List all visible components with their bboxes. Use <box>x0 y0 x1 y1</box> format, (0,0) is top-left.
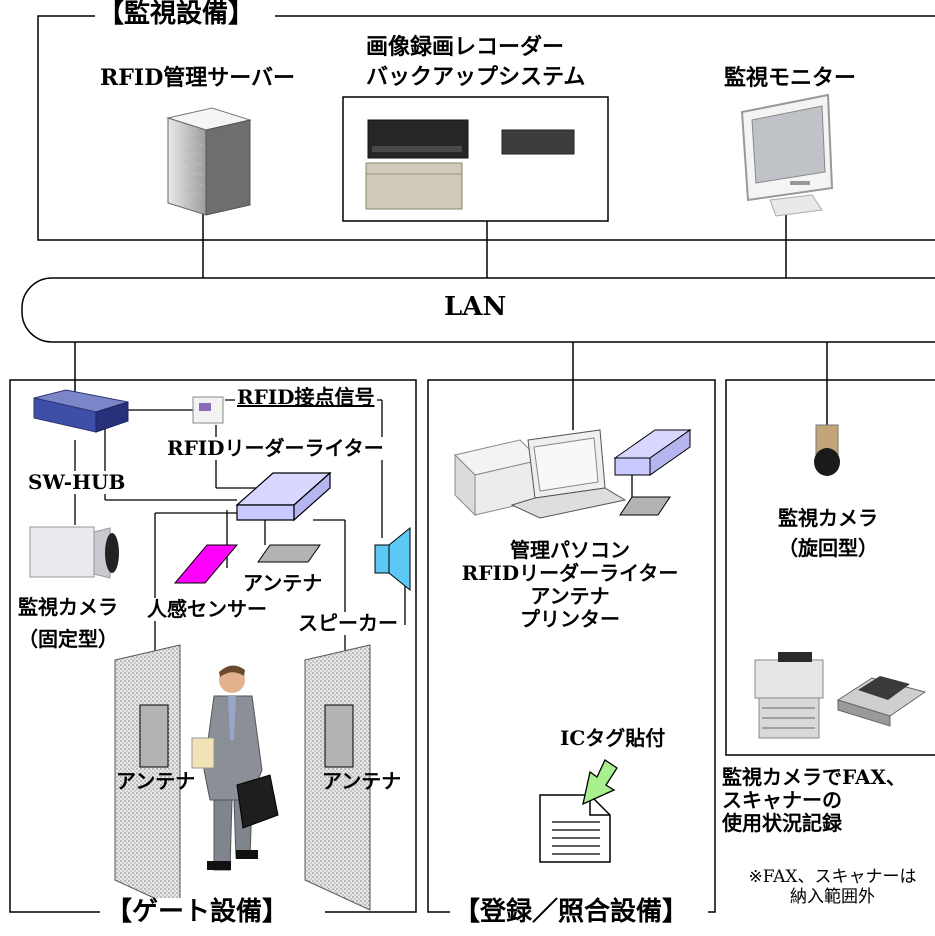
registration-item-printer: プリンター <box>520 607 620 631</box>
monitor-label: 監視モニター <box>724 65 857 91</box>
fixed-camera-icon <box>29 526 119 579</box>
copier-fax-icon <box>754 652 824 739</box>
lan-connectors <box>74 210 828 430</box>
document-icon <box>539 794 611 863</box>
left-panel-antenna-label: アンテナ <box>116 769 196 793</box>
fixed-camera-label-line1: 監視カメラ <box>18 595 118 619</box>
registration-item-antenna: アンテナ <box>530 584 610 608</box>
gate-antenna-label: アンテナ <box>243 571 323 595</box>
right-panel-antenna-label: アンテナ <box>322 769 402 793</box>
rotating-camera-label-line2: （旋回型） <box>778 536 878 560</box>
person-icon <box>191 665 279 871</box>
registration-rfid-reader-writer-icon <box>613 429 692 476</box>
fax-record-line2: スキャナーの <box>722 788 842 812</box>
monitor-group-title: 【監視設備】 <box>96 0 257 30</box>
fixed-camera-label-line2: （固定型） <box>18 627 118 651</box>
registration-item-rw: RFIDリーダーライター <box>461 561 679 585</box>
gate-group-frame <box>9 379 417 913</box>
monitor-display-icon <box>740 93 834 217</box>
registration-antenna-icon <box>619 496 671 516</box>
gate-group-title: 【ゲート設備】 <box>104 897 291 928</box>
rotating-camera-icon <box>814 424 840 476</box>
sw-hub-icon <box>33 389 129 433</box>
fax-record-line3: 使用状況記録 <box>722 811 842 835</box>
ic-tag-label: ICタグ貼付 <box>560 726 666 750</box>
registration-group-frame <box>427 379 716 913</box>
rfid-contact-signal-label: RFID接点信号 <box>235 385 377 409</box>
tag-attach-arrow-icon <box>582 759 618 806</box>
gate-rfid-reader-writer-icon <box>235 471 332 522</box>
recorder-devices-icon <box>365 119 575 210</box>
sw-hub-label: SW-HUB <box>26 470 128 494</box>
speaker-label: スピーカー <box>296 611 400 635</box>
gate-panel-right-antenna <box>324 704 354 768</box>
management-pc-icon <box>510 429 627 519</box>
contact-signal-box-icon <box>192 396 224 424</box>
registration-item-pc: 管理パソコン <box>510 538 630 562</box>
fax-record-label: 監視カメラでFAX、 スキャナーの 使用状況記録 <box>722 766 906 835</box>
registration-group-title: 【登録／照合設備】 <box>452 897 691 928</box>
fax-record-line1: 監視カメラでFAX、 <box>722 765 907 789</box>
gate-panel-left-antenna <box>139 704 169 768</box>
rfid-server-label: RFID管理サーバー <box>100 65 296 91</box>
gate-panel-right <box>304 644 371 911</box>
recorder-label-line1: 画像録画レコーダー <box>366 34 565 60</box>
scope-note: ※FAX、スキャナーは 納入範囲外 <box>730 867 935 907</box>
registration-items: 管理パソコン RFIDリーダーライター アンテナ プリンター <box>440 539 700 631</box>
scope-note-line2: 納入範囲外 <box>790 886 875 907</box>
gate-rfid-reader-writer-label: RFIDリーダーライター <box>165 436 386 460</box>
rfid-server-icon <box>166 107 252 216</box>
scope-note-line1: ※FAX、スキャナーは <box>748 867 917 887</box>
human-sensor-label: 人感センサー <box>145 597 269 621</box>
human-sensor-icon <box>173 544 239 584</box>
lan-bus <box>21 277 935 343</box>
lan-label: LAN <box>444 292 507 322</box>
gate-antenna-flat-icon <box>257 544 321 563</box>
recorder-label-line2: バックアップシステム <box>366 64 586 90</box>
scanner-icon <box>836 676 927 727</box>
rotating-camera-label-line1: 監視カメラ <box>778 506 878 530</box>
camera-group-frame <box>725 379 935 756</box>
label-printer-icon <box>454 439 541 517</box>
speaker-icon <box>374 526 411 592</box>
